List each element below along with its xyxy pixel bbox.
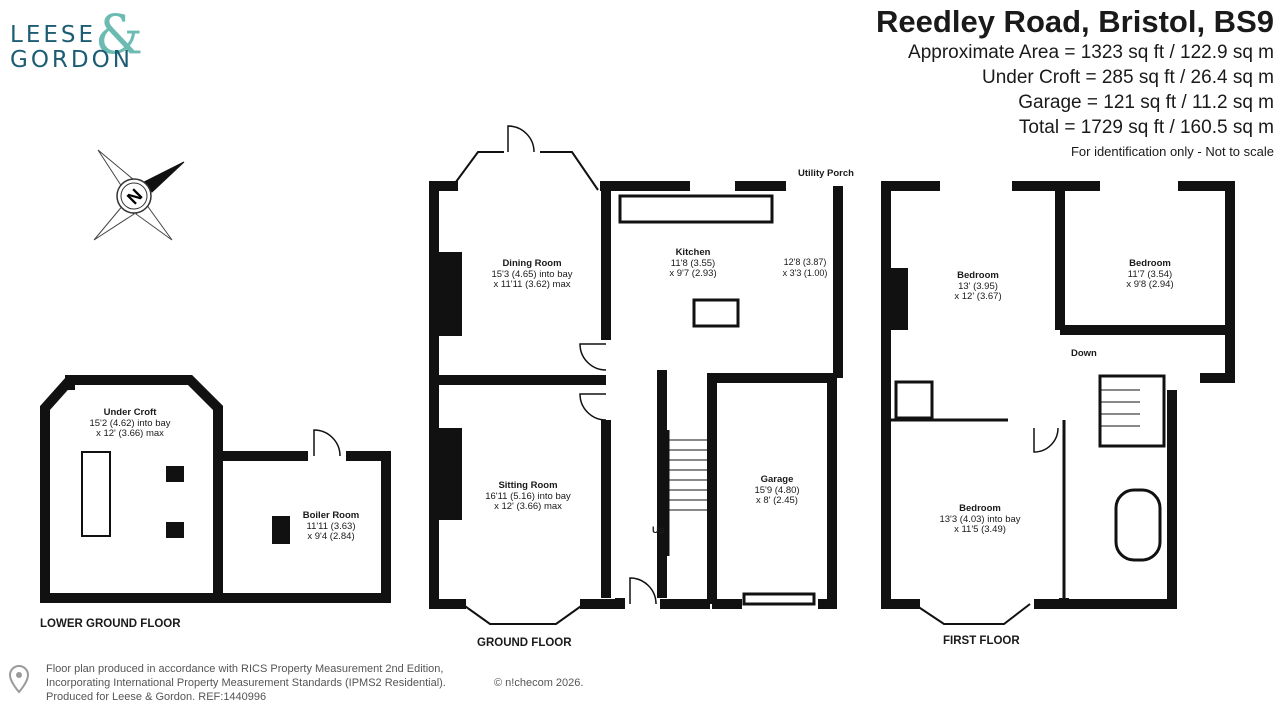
hall-door-swing [629, 577, 657, 605]
room-dim: 15'9 (4.80) [754, 484, 800, 496]
room-dim: x 12' (3.67) [954, 291, 1002, 302]
garage-door [742, 592, 816, 606]
logo-bottom-word: GORDON [10, 47, 133, 73]
total-area: Total = 1729 sq ft / 160.5 sq m [1018, 117, 1274, 138]
title-block: Reedley Road, Bristol, BS9 Approximate A… [876, 4, 1274, 162]
room-boiler-room: Boiler Room 11'11 (3.63) x 9'4 (2.84) [302, 510, 360, 543]
under-croft-area: Under Croft = 285 sq ft / 26.4 sq m [981, 67, 1274, 88]
room-name: Boiler Room [302, 510, 360, 521]
ground-floor-bottom-right [580, 598, 625, 609]
room-bedroom-2: Bedroom 11'7 (3.54) x 9'8 (2.94) [1126, 258, 1174, 291]
room-dim: x 9'7 (2.93) [669, 268, 717, 279]
chimney-bedroom [886, 268, 908, 330]
chimney-sitting [434, 428, 462, 520]
room-dining-room: Dining Room 15'3 (4.65) into bay x 11'11… [491, 258, 573, 291]
room-name: Bedroom [959, 503, 1001, 514]
stairs-down-label: Down [1071, 348, 1097, 359]
room-dim: 15'2 (4.62) into bay [89, 417, 171, 429]
room-dim: 13' (3.95) [958, 280, 998, 292]
first-floor-outer [881, 181, 920, 609]
company-logo: & LEESE GORDON [10, 8, 150, 74]
room-sitting-room: Sitting Room 16'11 (5.16) into bay x 12'… [485, 480, 571, 513]
dining-door-swing [579, 343, 607, 371]
map-pin-icon [8, 664, 30, 694]
floor-label-first: FIRST FLOOR [943, 635, 1020, 647]
logo-ampersand: & [95, 3, 144, 66]
floor-label-lower: LOWER GROUND FLOOR [40, 618, 181, 630]
room-dim: 16'11 (5.16) into bay [485, 490, 571, 502]
footer: Floor plan produced in accordance with R… [46, 662, 583, 704]
room-utility-porch: 12'8 (3.87) x 3'3 (1.00) [783, 257, 828, 278]
floor-label-ground: GROUND FLOOR [477, 637, 572, 649]
room-dim: 11'8 (3.55) [670, 257, 716, 269]
dining-bay-right [540, 151, 599, 191]
boiler [272, 516, 290, 544]
room-dim: x 8' (2.45) [756, 495, 798, 506]
boiler-room-walls-right [218, 451, 391, 603]
under-croft-bench [81, 451, 111, 537]
garage-area: Garage = 121 sq ft / 11.2 sq m [1018, 92, 1274, 113]
sitting-bay [461, 603, 585, 625]
front-door-swing [507, 125, 535, 153]
room-utility-porch-name: Utility Porch [798, 168, 854, 179]
room-kitchen: Kitchen 11'8 (3.55) x 9'7 (2.93) [669, 247, 717, 280]
room-dim: 13'3 (4.03) into bay [939, 513, 1021, 525]
footer-line-2: Incorporating International Property Mea… [46, 677, 446, 689]
room-bedroom-1: Bedroom 13' (3.95) x 12' (3.67) [954, 270, 1002, 303]
room-name: Sitting Room [498, 480, 558, 491]
compass-icon: N [93, 149, 185, 241]
footer-copyright: © n!checom 2026. [494, 677, 584, 689]
stairs-first [1098, 374, 1166, 448]
logo-top-word: LEESE [10, 22, 97, 48]
sitting-door-swing [579, 393, 607, 421]
room-dim: x 3'3 (1.00) [782, 267, 828, 278]
shower-tray [894, 380, 934, 420]
room-dim: x 9'8 (2.94) [1126, 279, 1174, 290]
room-dim: x 11'5 (3.49) [954, 524, 1006, 535]
room-dim: x 12' (3.66) max [494, 501, 562, 512]
approx-area: Approximate Area = 1323 sq ft / 122.9 sq… [908, 42, 1274, 63]
kitchen-counter [618, 194, 774, 224]
room-dim: 11'7 (3.54) [1127, 268, 1173, 280]
room-dim: x 11'11 (3.62) max [493, 279, 571, 290]
room-dim: 12'8 (3.87) [783, 257, 827, 267]
footer-line-1: Floor plan produced in accordance with R… [46, 663, 444, 675]
room-dim: x 12' (3.66) max [96, 428, 164, 439]
room-dim: 11'11 (3.63) [306, 520, 356, 532]
room-garage: Garage 15'9 (4.80) x 8' (2.45) [754, 474, 800, 507]
room-name: Bedroom [957, 270, 999, 281]
boiler-door-swing [313, 429, 341, 457]
chimney-dining [434, 252, 462, 336]
garage-walls [707, 373, 837, 609]
bedroom-bay [913, 603, 1031, 625]
ground-floor-left-wall [429, 181, 466, 609]
first-floor-top3 [1178, 181, 1235, 383]
room-name: Kitchen [675, 247, 711, 258]
first-floor-right-lower [1064, 390, 1177, 609]
kitchen-sink [692, 298, 740, 328]
landing-door-swing [1033, 427, 1059, 453]
room-bedroom-3: Bedroom 13'3 (4.03) into bay x 11'5 (3.4… [939, 503, 1021, 536]
room-name: Dining Room [502, 258, 562, 269]
pillar-2 [166, 522, 184, 538]
first-floor-bottom-right [1034, 598, 1069, 609]
room-name: Bedroom [1129, 258, 1171, 269]
footer-line-3: Produced for Leese & Gordon. REF:1440996 [46, 691, 267, 703]
bath [1114, 488, 1162, 562]
room-name: Under Croft [103, 407, 157, 418]
pillar-1 [166, 466, 184, 482]
room-name: Garage [760, 474, 794, 485]
room-dim: x 9'4 (2.84) [307, 531, 355, 542]
room-dim: 15'3 (4.65) into bay [491, 268, 573, 280]
property-title: Reedley Road, Bristol, BS9 [876, 4, 1274, 39]
dining-bay [449, 151, 504, 191]
scale-note: For identification only - Not to scale [1070, 144, 1274, 159]
stairs-up-label: Up [652, 525, 665, 536]
room-under-croft: Under Croft 15'2 (4.62) into bay x 12' (… [89, 407, 171, 440]
